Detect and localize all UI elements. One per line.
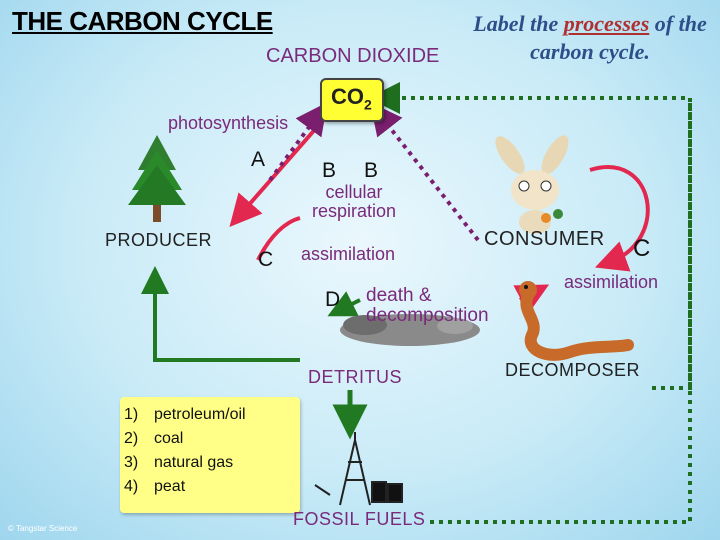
blank-label-b-right: B <box>364 159 379 182</box>
co2-subscript: 2 <box>364 96 372 113</box>
assimilation-arrow-producer-consumer <box>256 216 301 261</box>
detritus-label: DETRITUS <box>308 367 402 387</box>
death-line: death & <box>366 285 432 306</box>
cellular-respiration-label: cellular respiration <box>311 182 397 221</box>
list-label: natural gas <box>154 454 234 471</box>
fossil-fuels-label: FOSSIL FUELS <box>293 509 426 529</box>
assimilation-label-producer: assimilation <box>301 244 396 264</box>
blank-label-c-right: C <box>633 235 651 262</box>
death-decomposition-label: death &decomposition <box>366 286 489 326</box>
assimilation-label-consumer: assimilation <box>564 272 659 292</box>
instruction-text: Label the processes of the carbon cycle. <box>470 10 710 66</box>
blank-label-c-left: C <box>258 248 274 271</box>
detritus-to-producer-arrow <box>141 266 300 362</box>
list-item: 1) petroleum/oil <box>124 403 246 427</box>
co2-box <box>320 78 384 122</box>
list-label: petroleum/oil <box>154 406 246 423</box>
decomposer-label: DECOMPOSER <box>505 360 641 380</box>
death-decomposition-arrow <box>327 291 361 317</box>
list-label: peat <box>154 478 186 495</box>
instruction-before: Label the <box>473 11 564 36</box>
decomposer-to-co2-dotted <box>368 82 692 390</box>
list-number: 3) <box>124 454 139 471</box>
consumer-label: CONSUMER <box>484 228 605 250</box>
respiration-arrow-consumer <box>370 102 480 242</box>
consumer-loop-arrow <box>589 165 650 272</box>
fossil-fuel-list-box <box>120 397 300 513</box>
page-title: THE CARBON CYCLE <box>12 6 273 36</box>
decomposition-line: decomposition <box>366 305 489 326</box>
co2-main: CO <box>331 84 364 109</box>
co2-heading: CARBON DIOXIDE <box>266 45 440 67</box>
list-number: 1) <box>124 406 139 423</box>
list-item: 4) peat <box>124 475 246 499</box>
copyright-text: © Tangstar Science <box>8 524 78 533</box>
co2-label: CO2 <box>331 84 372 112</box>
instruction-after: of the carbon cycle. <box>530 11 707 64</box>
detritus-icon <box>340 314 480 346</box>
earthworm-icon <box>519 281 634 361</box>
instruction-highlight: processes <box>563 11 650 36</box>
list-item: 2) coal <box>124 427 246 451</box>
list-number: 4) <box>124 478 139 495</box>
blank-label-d: D <box>325 288 341 311</box>
list-item: 3) natural gas <box>124 451 246 475</box>
photosynthesis-label: photosynthesis <box>168 113 289 133</box>
oil-derrick-icon <box>314 432 403 506</box>
pine-tree-icon <box>128 135 186 222</box>
list-label: coal <box>154 430 184 447</box>
fossil-fuel-combustion-dotted <box>430 98 692 524</box>
rabbit-icon <box>495 135 569 234</box>
fossil-fuel-list: 1) petroleum/oil 2) coal 3) natural gas 4) p… <box>124 403 246 499</box>
blank-label-b-left: B <box>322 159 337 182</box>
list-number: 2) <box>124 430 139 447</box>
blank-label-a: A <box>251 148 266 171</box>
producer-label: PRODUCER <box>105 230 213 250</box>
